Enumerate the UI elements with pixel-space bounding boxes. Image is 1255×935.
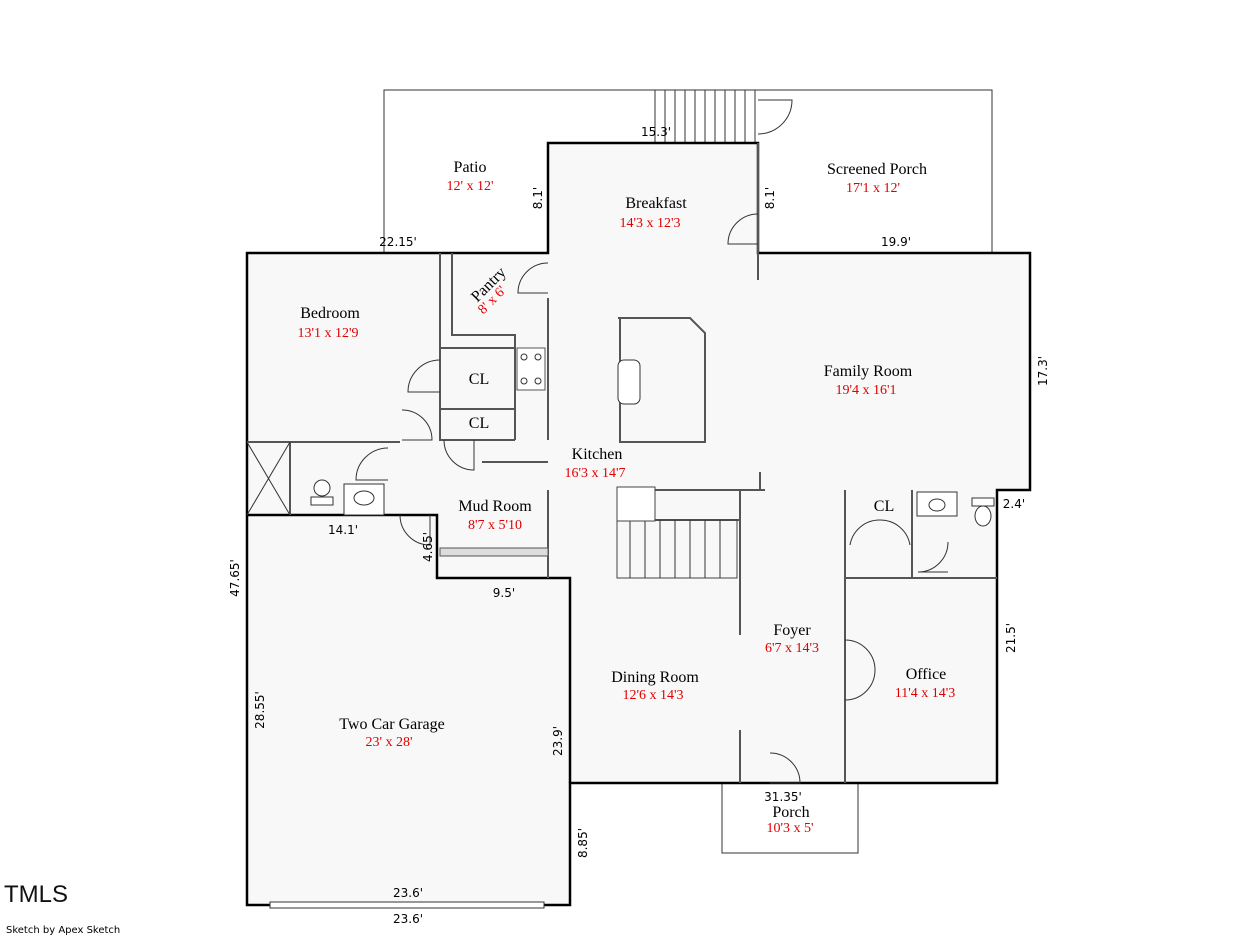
dimension-label: 19.9' <box>881 235 911 249</box>
room-dims-mud-room: 8'7 x 5'10 <box>468 518 522 533</box>
room-name-mud-room: Mud Room <box>458 498 532 515</box>
room-name-breakfast: Breakfast <box>625 195 687 212</box>
dimension-label: 47.65' <box>228 559 242 597</box>
room-dims-bedroom: 13'1 x 12'9 <box>297 326 358 341</box>
dimension-label: 4.65' <box>421 532 435 562</box>
dimension-label: 23.9' <box>551 726 565 756</box>
room-name-office: Office <box>906 666 947 683</box>
room-name-garage: Two Car Garage <box>339 716 445 733</box>
room-dims-family-room: 19'4 x 16'1 <box>835 383 896 398</box>
house-fill <box>247 143 1030 905</box>
room-dims-breakfast: 14'3 x 12'3 <box>619 216 680 231</box>
room-dims-dining-room: 12'6 x 14'3 <box>622 688 683 703</box>
closet-label: CL <box>469 415 489 432</box>
room-name-foyer: Foyer <box>773 622 811 639</box>
dimension-label: 2.4' <box>1003 497 1025 511</box>
room-name-dining-room: Dining Room <box>611 669 699 686</box>
room-name-patio: Patio <box>454 159 487 176</box>
exterior-walls <box>245 141 1032 907</box>
dimension-label: 28.55' <box>253 691 267 729</box>
fixtures <box>246 347 995 527</box>
room-dims-kitchen: 16'3 x 14'7 <box>564 466 625 481</box>
dimension-label: 15.3' <box>641 125 671 139</box>
interior-stairs <box>616 519 738 579</box>
dimension-label: 31.35' <box>764 790 802 804</box>
stairs-exterior <box>654 90 756 143</box>
dimension-label: 8.85' <box>576 828 590 858</box>
room-name-porch: Porch <box>772 804 809 821</box>
dimension-label: 8.1' <box>531 187 545 209</box>
room-dims-garage: 23' x 28' <box>365 735 412 750</box>
dimension-label: 17.3' <box>1036 356 1050 386</box>
room-dims-foyer: 6'7 x 14'3 <box>765 641 819 656</box>
room-name-kitchen: Kitchen <box>572 446 623 463</box>
room-name-family-room: Family Room <box>824 363 913 380</box>
patio-porch-outline <box>383 89 993 253</box>
dimension-label: 23.6' <box>393 912 423 926</box>
room-dims-patio: 12' x 12' <box>446 179 493 194</box>
room-name-screened-porch: Screened Porch <box>827 161 927 178</box>
room-dims-screened-porch: 17'1 x 12' <box>846 181 900 196</box>
dimension-label: 21.5' <box>1004 623 1018 653</box>
closet-label: CL <box>874 498 894 515</box>
sketch-credit: Sketch by Apex Sketch <box>6 925 120 935</box>
dimension-label: 14.1' <box>328 523 358 537</box>
dimension-label: 8.1' <box>763 187 777 209</box>
room-dims-office: 11'4 x 14'3 <box>895 686 956 701</box>
tmls-logo: TMLS <box>4 881 68 908</box>
doors[interactable] <box>269 213 949 909</box>
room-name-bedroom: Bedroom <box>300 305 360 322</box>
closet-label: CL <box>469 371 489 388</box>
interior-walls <box>247 143 997 783</box>
dimension-label: 9.5' <box>493 586 515 600</box>
porch-door[interactable] <box>757 99 793 135</box>
dimension-label: 23.6' <box>393 886 423 900</box>
dimension-label: 22.15' <box>379 235 417 249</box>
room-dims-porch: 10'3 x 5' <box>766 821 813 836</box>
